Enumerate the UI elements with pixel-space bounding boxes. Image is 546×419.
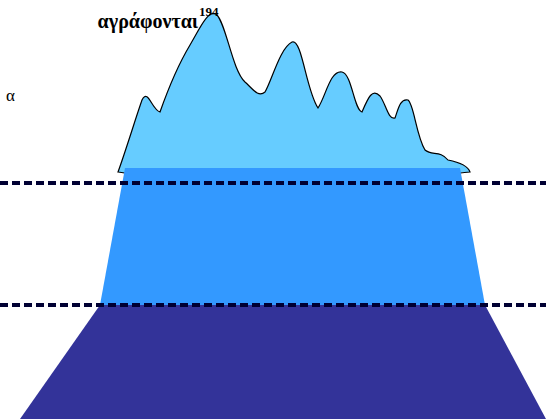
text-fragment: α — [6, 86, 15, 106]
iceberg-tip — [118, 13, 470, 177]
middle-layer — [100, 168, 485, 305]
dotted-line — [0, 303, 546, 307]
footnote-number: 194 — [199, 4, 219, 20]
heading-text: αγράφονται — [98, 10, 198, 33]
dotted-line — [0, 181, 546, 185]
bottom-layer — [20, 305, 546, 419]
